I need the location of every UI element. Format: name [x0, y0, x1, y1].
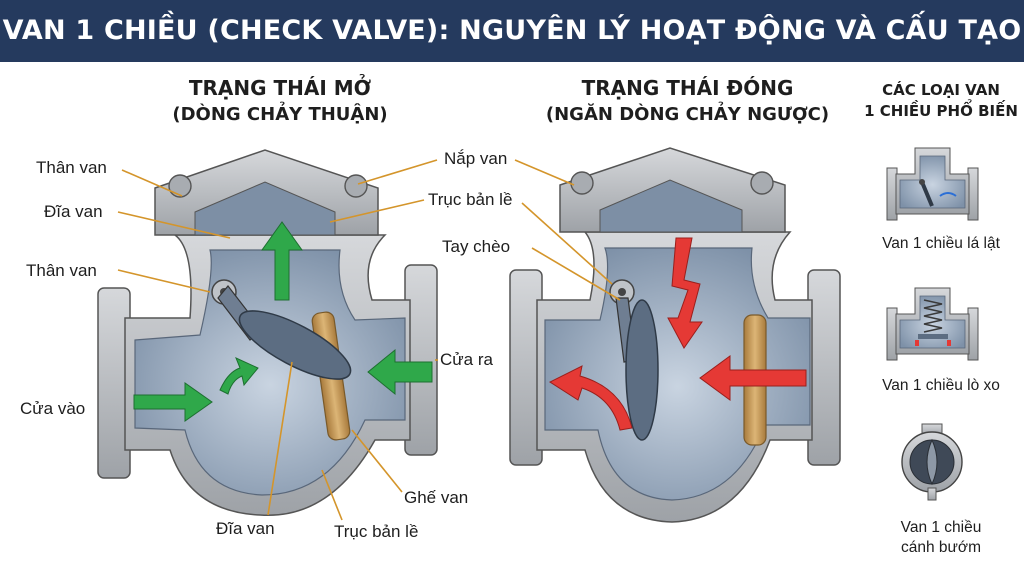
types-panel-heading-line2: 1 CHIỀU PHỔ BIẾN — [864, 102, 1018, 120]
closed-flow-arrow-down — [667, 237, 703, 349]
open-cover-recess — [194, 181, 336, 236]
label-seat: Ghế van — [404, 488, 469, 507]
open-cover-bolt-right — [344, 174, 368, 198]
label-outlet: Cửa ra — [440, 350, 493, 369]
open-state-heading-line1: TRẠNG THÁI MỞ — [188, 76, 372, 100]
butterfly-check-valve-icon — [901, 423, 963, 501]
label-arm: Tay chèo — [442, 237, 511, 256]
leader-arm — [531, 247, 621, 301]
open-flow-arrow-inlet — [133, 382, 213, 422]
spring-check-valve-icon — [886, 287, 979, 361]
closed-state-heading: TRẠNG THÁI ĐÓNG (NGĂN DÒNG CHẢY NGƯỢC) — [525, 74, 850, 128]
leader-seat — [351, 429, 403, 493]
leader-cover-to-open — [357, 159, 438, 185]
type-label-swing: Van 1 chiều lá lật — [882, 235, 1000, 252]
leader-hinge-to-open — [329, 199, 425, 223]
open-flow-arrow-up — [261, 221, 303, 301]
closed-valve-disc — [625, 299, 659, 441]
closed-hinge-pin-center — [618, 288, 626, 296]
label-hinge: Trục bản lề — [428, 190, 513, 209]
closed-cover-recess — [599, 179, 743, 233]
label-body-mid: Thân van — [26, 261, 97, 280]
leader-disc-bottom — [267, 361, 293, 516]
types-panel-heading: CÁC LOẠI VAN 1 CHIỀU PHỔ BIẾN — [858, 80, 1024, 122]
leader-body-top — [121, 169, 183, 197]
open-cover-bolt-left — [168, 174, 192, 198]
type-label-butterfly-line2: cánh bướm — [901, 539, 981, 556]
open-valve-illustration — [97, 149, 438, 517]
label-hinge-bottom: Trục bản lề — [334, 522, 419, 541]
open-flow-arrow-curve — [219, 357, 259, 395]
swing-check-valve-icon — [886, 147, 979, 221]
leader-disc-top — [117, 211, 231, 239]
closed-valve-illustration — [509, 147, 841, 523]
open-flow-arrow-outlet — [367, 348, 433, 396]
open-state-heading: TRẠNG THÁI MỞ (DÒNG CHẢY THUẬN) — [140, 74, 420, 128]
closed-leader-lines — [329, 159, 621, 361]
closed-flow-arrow-reverse — [699, 355, 807, 401]
closed-cover-bolt-left — [570, 171, 594, 195]
leader-body-mid — [117, 269, 211, 293]
type-label-butterfly-line1: Van 1 chiều — [900, 519, 982, 536]
page-title: VAN 1 CHIỀU (CHECK VALVE): NGUYÊN LÝ HOẠ… — [2, 15, 1022, 46]
leader-hinge-bottom — [321, 469, 343, 521]
label-disc-bottom: Đĩa van — [216, 519, 275, 538]
type-label-spring: Van 1 chiều lò xo — [882, 377, 1000, 394]
type-label-butterfly: Van 1 chiều cánh bướm — [858, 518, 1024, 558]
open-state-heading-line2: (DÒNG CHẢY THUẬN) — [172, 104, 388, 125]
leader-cover — [514, 159, 575, 186]
closed-cover-bolt-right — [750, 171, 774, 195]
label-inlet: Cửa vào — [20, 399, 86, 418]
closed-outlet-flange — [807, 269, 841, 466]
closed-flow-arrow-blocked — [548, 365, 633, 431]
open-leader-lines — [117, 169, 403, 521]
title-bar — [0, 0, 1024, 62]
label-cover: Nắp van — [444, 149, 508, 168]
closed-state-heading-line1: TRẠNG THÁI ĐÓNG — [581, 76, 794, 100]
closed-state-heading-line2: (NGĂN DÒNG CHẢY NGƯỢC) — [545, 104, 830, 125]
label-disc-top: Đĩa van — [44, 202, 103, 221]
open-valve-disc — [238, 310, 352, 380]
types-panel-heading-line1: CÁC LOẠI VAN — [882, 81, 1000, 99]
leader-hinge — [521, 202, 613, 285]
label-body-top: Thân van — [36, 158, 107, 177]
